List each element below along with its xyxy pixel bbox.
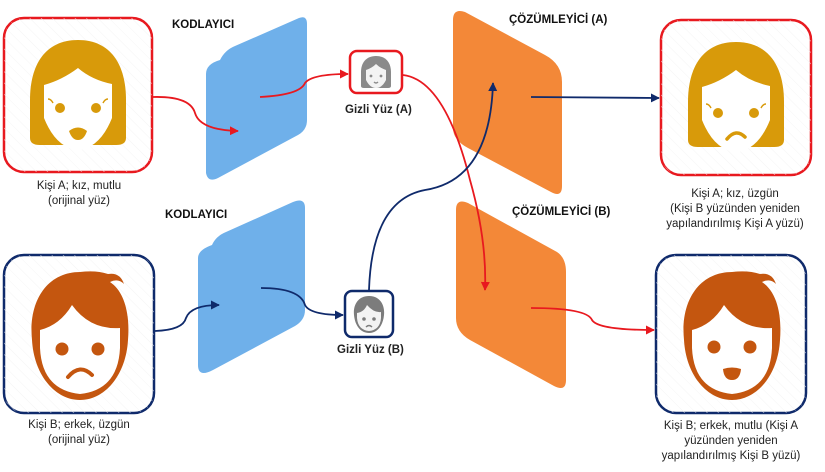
arrow-decoder-a-to-output-a [530,93,660,103]
arrow-latent-a-to-decoder-b [402,74,490,291]
arrow-latent-b-to-decoder-a [368,82,498,291]
input-b-caption: Kişi B; erkek, üzgün (orijinal yüz) [4,418,154,448]
decoder-b-panel [456,201,566,388]
encoder-bottom-label: KODLAYICI [165,209,228,221]
arrow-encoder-to-latent-a [259,69,349,98]
output-face-b [654,253,808,415]
decoder-a-label: ÇÖZÜMLEYİCİ (A) [509,14,608,26]
boy-sad-icon [31,271,129,400]
output-b-caption-line1: Kişi B; erkek, mutlu (Kişi A [663,420,799,432]
girl-sad-icon [688,42,784,152]
input-face-b [2,253,156,415]
decoder-b-label: ÇÖZÜMLEYİCİ (B) [512,206,611,218]
arrow-encoder-to-latent-b [260,287,344,320]
input-a-caption: Kişi A; kız, mutlu (orijinal yüz) [4,179,154,209]
output-a-caption-line3: yapılandırılmış Kişi A yüzü) [666,218,804,230]
latent-face-a [348,49,404,95]
input-a-caption-line1: Kişi A; kız, mutlu [36,180,122,192]
encoder-top-panel [206,17,307,180]
output-a-caption-line2: (Kişi B yüzünden yeniden [670,203,800,215]
arrow-input-b-to-encoder [154,300,220,332]
arrow-input-a-to-encoder [152,96,239,136]
output-b-caption: Kişi B; erkek, mutlu (Kişi A yüzünden ye… [636,419,825,464]
boy-happy-icon [683,271,781,400]
arrow-decoder-b-to-output-b [530,307,655,335]
input-a-caption-line2: (orijinal yüz) [48,195,110,207]
input-b-caption-line1: Kişi B; erkek, üzgün [28,419,130,431]
encoder-top-label: KODLAYICI [172,19,235,31]
output-a-caption: Kişi A; kız, üzgün (Kişi B yüzünden yeni… [640,187,825,232]
latent-boy-icon [353,296,385,333]
encoder-bottom-panel [198,200,305,374]
latent-girl-icon [361,56,391,88]
girl-happy-icon [30,40,126,150]
output-face-a [659,18,813,177]
input-b-caption-line2: (orijinal yüz) [48,434,110,446]
latent-b-label: Gizli Yüz (B) [337,344,404,356]
output-b-caption-line2: yüzünden yeniden [684,435,778,447]
output-b-caption-line3: yapılandırılmış Kişi B yüzü) [661,450,801,462]
output-a-caption-line1: Kişi A; kız, üzgün [691,188,779,200]
input-face-a [2,16,154,174]
latent-a-label: Gizli Yüz (A) [345,104,412,116]
latent-face-b [343,289,395,339]
